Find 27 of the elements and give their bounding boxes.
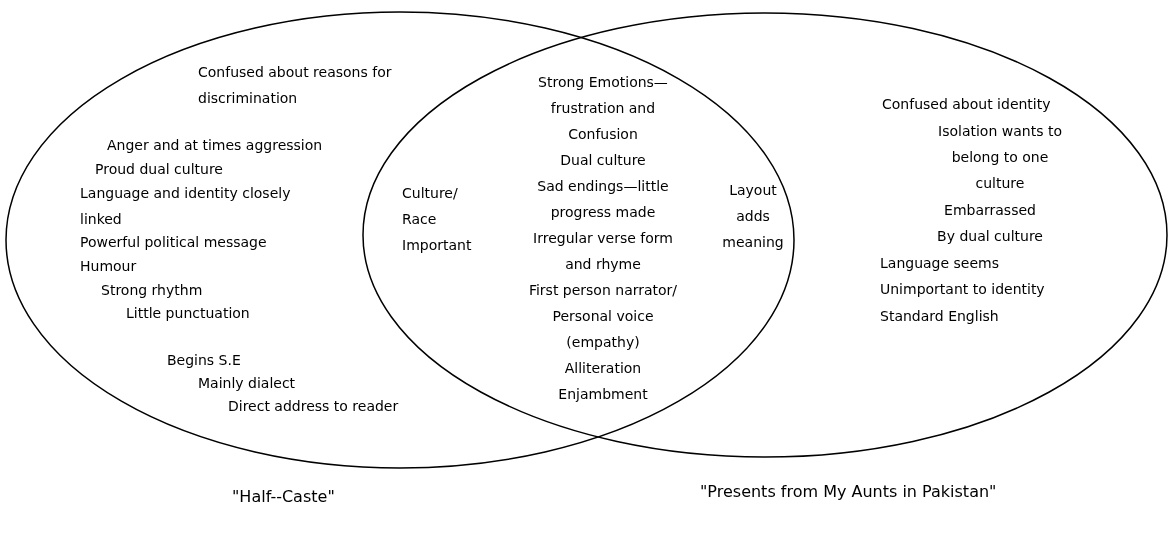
note-text: Strong Emotions—frustration and Confusion [537, 73, 669, 144]
note-text: Irregular verse form and rhyme [532, 229, 674, 274]
poem-title: "Half--Caste" [232, 486, 335, 508]
note-text: First person narrator/ Personal voice (empathy) [527, 281, 679, 352]
note-text: Sad endings—little progress made [536, 177, 670, 222]
note-text: Confused about identity [882, 95, 1051, 114]
note-text: Strong rhythm [101, 281, 203, 300]
poem-title: "Presents from My Aunts in Pakistan" [700, 481, 997, 503]
note-text: Humour [80, 257, 137, 276]
note-text: Enjambment [557, 385, 649, 404]
note-text: Language and identity closely linked [80, 184, 291, 229]
note-text: Direct address to reader [228, 397, 399, 416]
note-text: Begins S.E [167, 351, 241, 370]
note-text: Dual culture [559, 151, 647, 170]
note-text: Culture/ Race Important [402, 184, 472, 255]
note-text: Isolation wants to belong to one culture [937, 122, 1063, 193]
note-text: Mainly dialect [198, 374, 296, 393]
note-text: Layout adds meaning [721, 181, 785, 252]
note-text: Anger and at times aggression [107, 136, 323, 155]
note-text: Little punctuation [126, 304, 250, 323]
note-text: Alliteration [563, 359, 643, 378]
note-text: Proud dual culture [95, 160, 223, 179]
note-text: Embarrassed By dual culture [936, 201, 1044, 246]
note-text: Confused about reasons for discrimination [198, 63, 392, 108]
note-text: Powerful political message [80, 233, 267, 252]
note-text: Standard English [880, 307, 999, 326]
note-text: Language seems Unimportant to identity [880, 254, 1045, 299]
